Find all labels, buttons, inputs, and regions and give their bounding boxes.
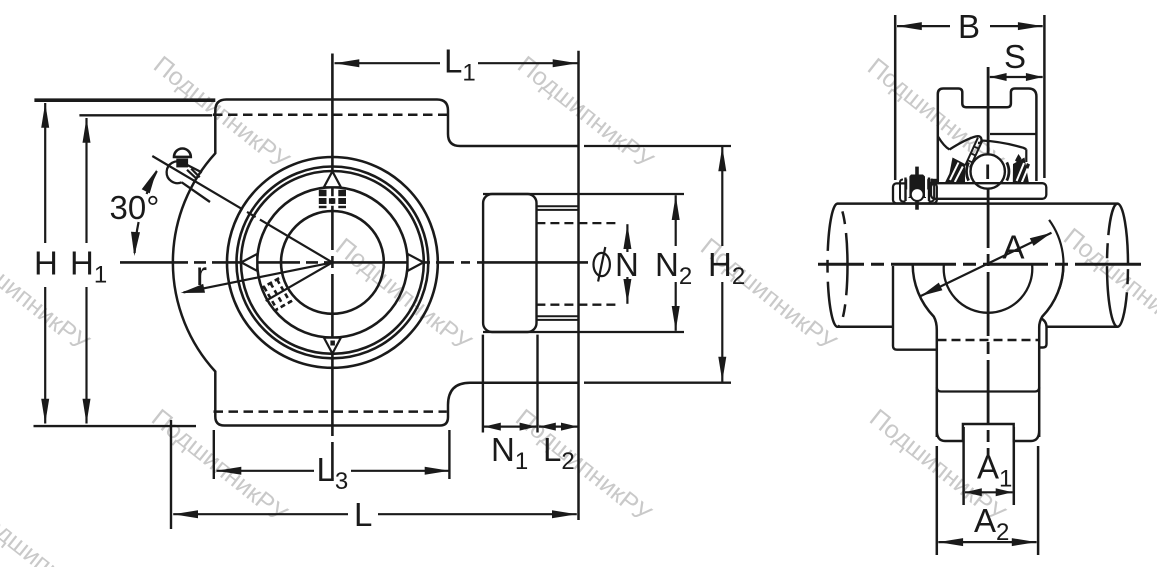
svg-text:H: H (34, 245, 58, 282)
svg-text:S: S (1004, 38, 1026, 75)
svg-text:B: B (958, 8, 980, 45)
svg-text:L: L (354, 496, 372, 533)
svg-text:L3: L3 (317, 451, 349, 495)
svg-text:r: r (196, 255, 207, 292)
svg-text:N: N (615, 246, 639, 283)
svg-text:A: A (1003, 229, 1025, 266)
svg-text:H1: H1 (70, 245, 107, 289)
svg-text:N1: N1 (491, 431, 528, 475)
svg-text:A1: A1 (977, 449, 1012, 493)
svg-text:30°: 30° (110, 189, 160, 226)
